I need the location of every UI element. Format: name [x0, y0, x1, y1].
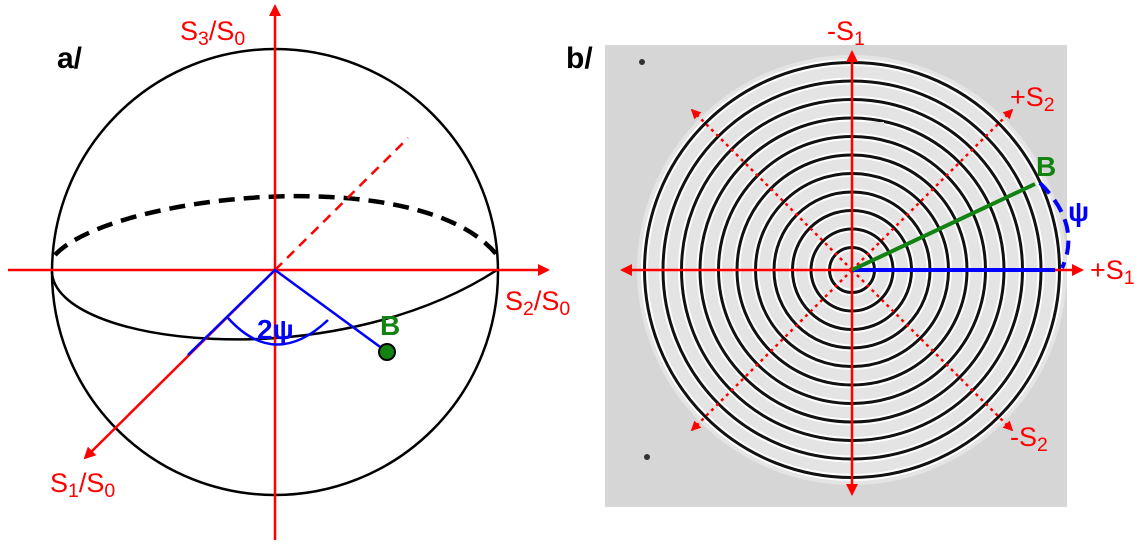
psi-angle-arc [1038, 181, 1071, 269]
plus-s2-label: +S2 [1010, 82, 1055, 116]
dust-speck [644, 454, 650, 460]
equator-back-dashed [53, 193, 499, 257]
ring-micrograph-panel [605, 45, 1084, 507]
angle-arc [227, 317, 329, 346]
s1-axis-back-dashed [274, 137, 409, 271]
ring-gap [870, 122, 884, 128]
diagonal-s2-plus [851, 108, 1014, 271]
diagonal-upper-left [690, 108, 853, 271]
psi-label: ψ [1068, 196, 1090, 227]
equator-front [50, 268, 498, 341]
minus-s2-label: -S2 [1010, 422, 1048, 456]
angle-vectors [187, 268, 388, 356]
angle-2psi-label: 2ψ [257, 314, 294, 345]
point-b-marker [378, 343, 396, 361]
point-b-label-b: B [1036, 151, 1057, 182]
diagonal-s2-minus [851, 269, 1014, 432]
point-b-vector [851, 182, 1036, 272]
s2-axis-label: S2/S0 [505, 286, 571, 320]
s1-axis-label: S1/S0 [50, 468, 116, 502]
panel-a-label: a/ [57, 42, 83, 75]
point-b-label-a: B [380, 310, 401, 341]
panel-b-label: b/ [566, 42, 593, 75]
minus-s1-top-label: -S1 [827, 16, 865, 50]
plus-s1-right-label: +S1 [1090, 255, 1135, 289]
poincare-sphere-panel [8, 4, 550, 540]
s3-axis-label: S3/S0 [180, 16, 246, 50]
diagonal-lower-left [690, 269, 853, 432]
dust-speck [639, 59, 645, 65]
